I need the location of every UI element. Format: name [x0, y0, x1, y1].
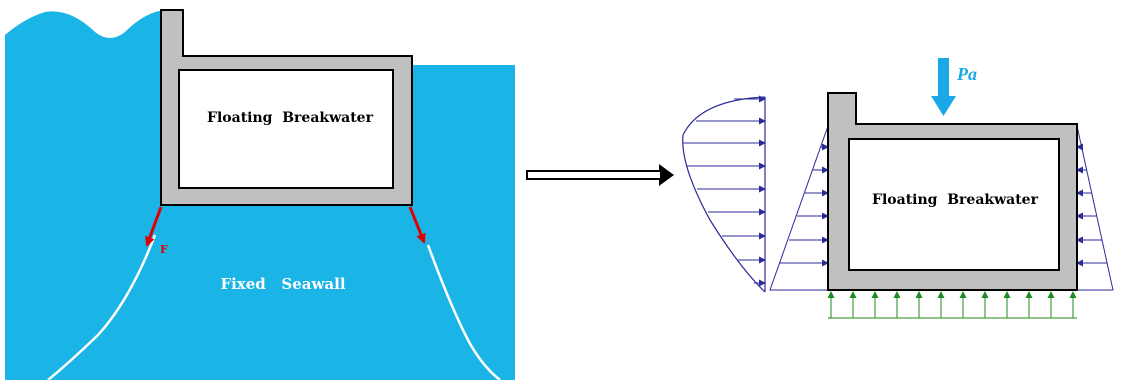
buoyancy-pressure — [827, 291, 1077, 319]
seawall-left-curve — [47, 234, 157, 381]
mooring-force-arrow-left — [145, 206, 163, 247]
fixed-seawall-label: Fixed Seawall — [220, 275, 345, 293]
left-panel: Floating Breakwater F Fixed Seawall — [5, 9, 515, 381]
pa-label: Pa — [956, 64, 977, 84]
hollow-right-arrow-icon — [526, 164, 674, 186]
mooring-force-arrow-right — [408, 206, 426, 244]
floating-breakwater-interior-right — [848, 138, 1060, 271]
floating-breakwater-label-right: Floating Breakwater — [872, 192, 1039, 208]
left-pressure-envelope — [769, 125, 829, 291]
force-label: F — [160, 243, 168, 256]
seawall-right-curve — [426, 244, 501, 381]
right-pressure-envelope — [1076, 125, 1114, 291]
right-hydrostatic-pressure — [1076, 125, 1114, 291]
floating-breakwater-label: Floating Breakwater — [207, 110, 374, 126]
right-panel: Floating Breakwater Pa — [682, 58, 1114, 319]
left-hydrostatic-pressure — [769, 125, 829, 291]
floating-breakwater-interior — [178, 69, 394, 189]
down-arrow-icon — [931, 58, 956, 116]
wave-pressure-envelope — [682, 96, 766, 293]
wave-pressure-distribution — [682, 95, 766, 293]
